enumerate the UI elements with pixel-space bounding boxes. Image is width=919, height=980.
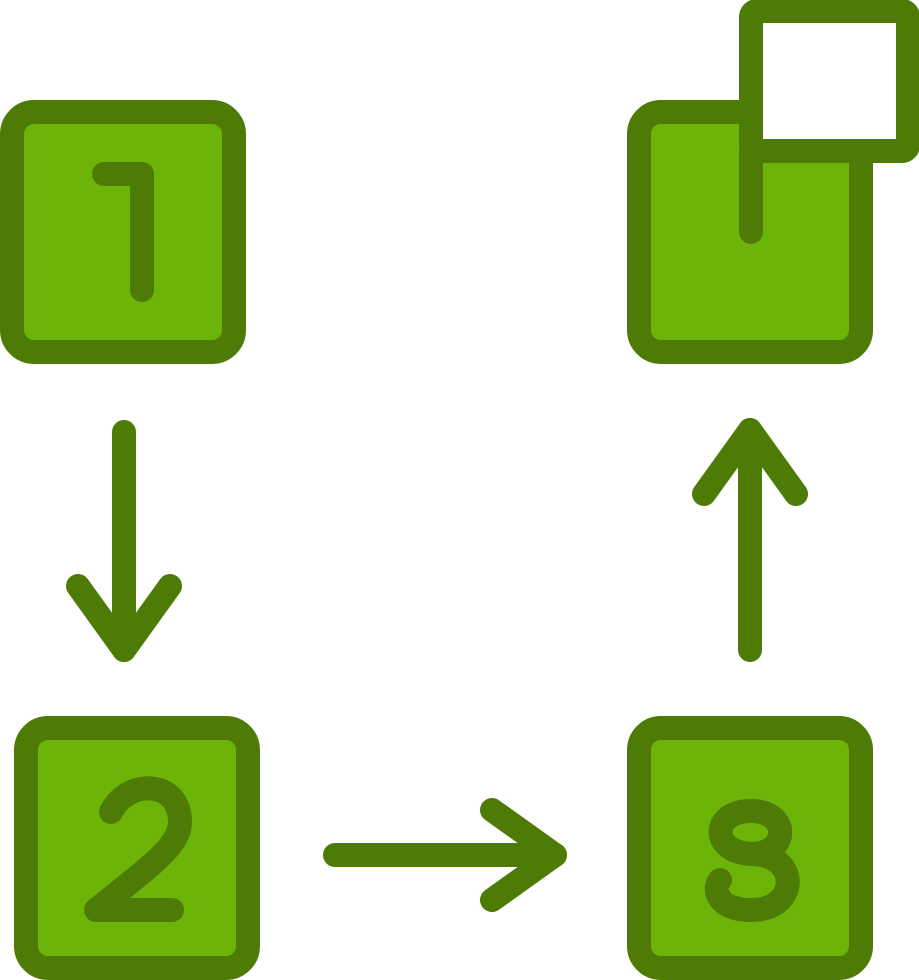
arrow-down-head [66, 574, 182, 662]
step-box-1 [0, 100, 246, 364]
digit-one-icon [92, 162, 154, 302]
result-box [627, 0, 919, 364]
digit-three-icon [704, 799, 800, 922]
step-box-2-square [14, 716, 260, 980]
arrow-up-head [692, 418, 808, 506]
arrow-right-head [480, 798, 567, 912]
step-box-3 [627, 716, 873, 980]
arrow-up-icon [692, 418, 808, 662]
arrow-right-icon [323, 798, 567, 912]
digit-two-icon [84, 776, 192, 922]
arrow-down-icon [66, 420, 182, 662]
result-blank-square [739, 0, 919, 163]
step-box-2 [14, 716, 260, 980]
step-box-1-square [0, 100, 246, 364]
